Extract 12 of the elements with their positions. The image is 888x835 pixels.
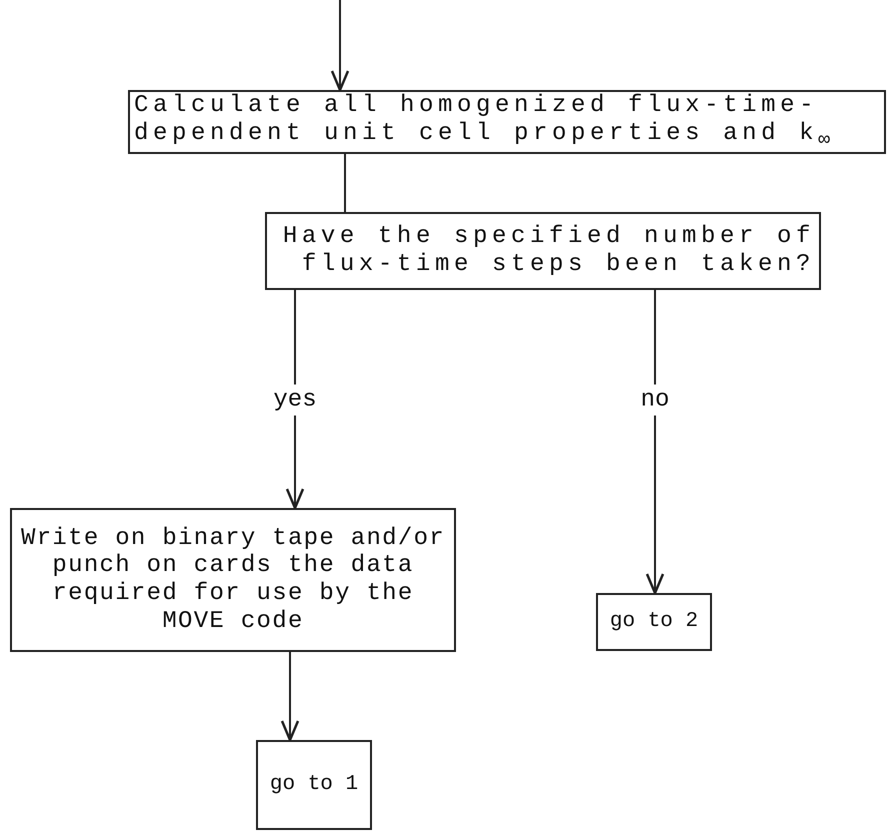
box-text: go to 2 <box>610 610 698 634</box>
process-box <box>265 212 821 290</box>
arrow <box>280 652 300 742</box>
process-box <box>596 593 712 651</box>
box-text: Calculate all homogenized flux-time-dependent unit cell properties and k$_{∞}$ <box>134 92 836 152</box>
arrow <box>646 290 664 594</box>
process-box <box>10 508 456 652</box>
box-text: Write on binary tape and/or punch on cards the data required for use by the MOVE code <box>20 524 446 636</box>
box-text: go to 1 <box>270 772 358 798</box>
arrow <box>330 0 350 92</box>
process-box <box>256 740 372 830</box>
box-text: Have the specified number of flux-time steps been taken? <box>282 223 815 279</box>
